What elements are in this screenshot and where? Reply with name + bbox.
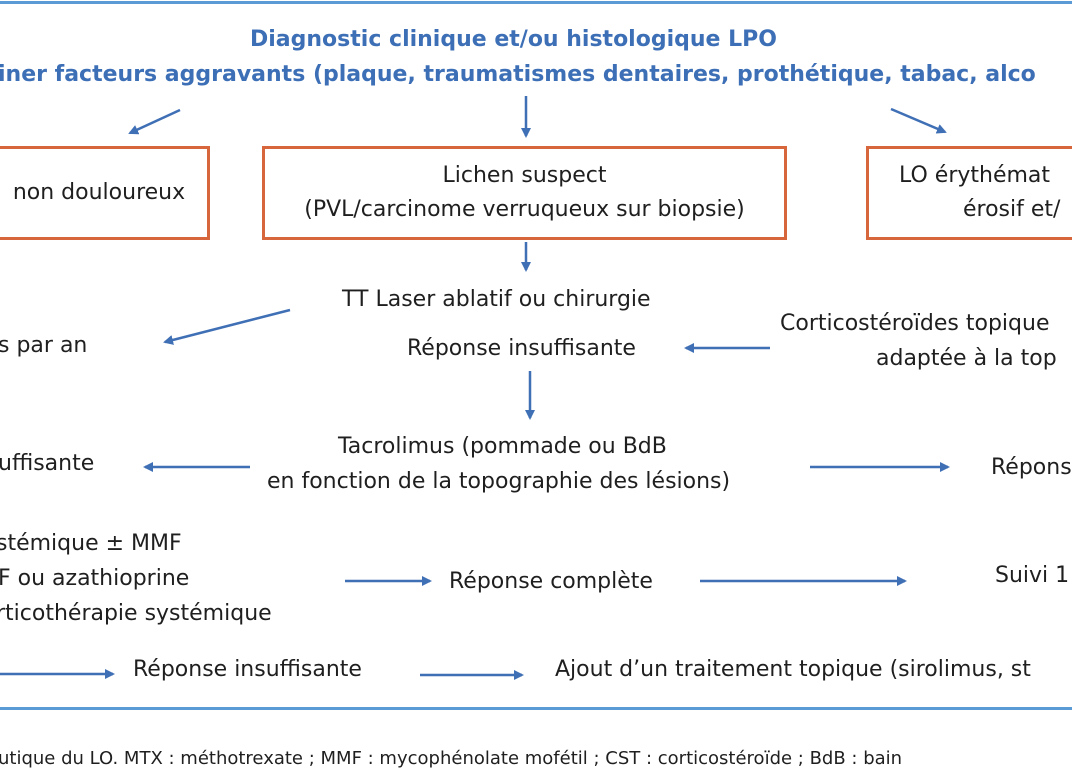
corticoids-line1: Corticostéroïdes topique (780, 311, 1050, 336)
tacrolimus-line1: Tacrolimus (pommade ou BdB (338, 434, 667, 459)
suivi-partial: s par an (0, 333, 88, 358)
diagram-title: Diagnostic clinique et/ou histologique L… (250, 27, 777, 52)
corticoids-line2: adaptée à la top (876, 346, 1057, 371)
box-center: Lichen suspect (PVL/carcinome verruqueux… (262, 146, 787, 240)
systemic-line2: F ou azathioprine (0, 566, 190, 591)
suivi-right: Suivi 1 (995, 563, 1070, 588)
bottom-rule (0, 707, 1072, 710)
systemic-line1: stémique ± MMF (0, 531, 182, 556)
insufficient-left: uffisante (0, 451, 95, 476)
diagram-subtitle: iner facteurs aggravants (plaque, trauma… (0, 62, 1036, 87)
topical-addition: Ajout d’un traitement topique (sirolimus… (555, 657, 1031, 682)
arrow-to-left-box (128, 108, 181, 135)
arrow-to-right-box (890, 107, 947, 134)
response-complete: Réponse complète (449, 569, 653, 594)
box-center-line1: Lichen suspect (442, 163, 607, 188)
box-left: non douloureux (0, 146, 210, 240)
tacrolimus-line2: en fonction de la topographie des lésion… (267, 469, 731, 494)
response-insufficient-1: Réponse insuffisante (407, 336, 636, 361)
box-left-label: non douloureux (12, 180, 186, 205)
systemic-line3: rticothérapie systémique (0, 601, 272, 626)
figure-caption: utique du LO. MTX : méthotrexate ; MMF :… (0, 748, 903, 769)
top-rule (0, 1, 1072, 4)
response-insufficient-2: Réponse insuffisante (133, 657, 362, 682)
response-right: Répons (991, 455, 1072, 480)
box-right: LO érythémat érosif et/ (866, 146, 1072, 240)
box-right-line2: érosif et/ (963, 197, 1061, 222)
laser-treatment: TT Laser ablatif ou chirurgie (342, 287, 651, 312)
arrow-laser-to-left (163, 308, 291, 345)
box-right-line1: LO érythémat (899, 163, 1051, 188)
box-center-line2: (PVL/carcinome verruqueux sur biopsie) (304, 197, 745, 222)
